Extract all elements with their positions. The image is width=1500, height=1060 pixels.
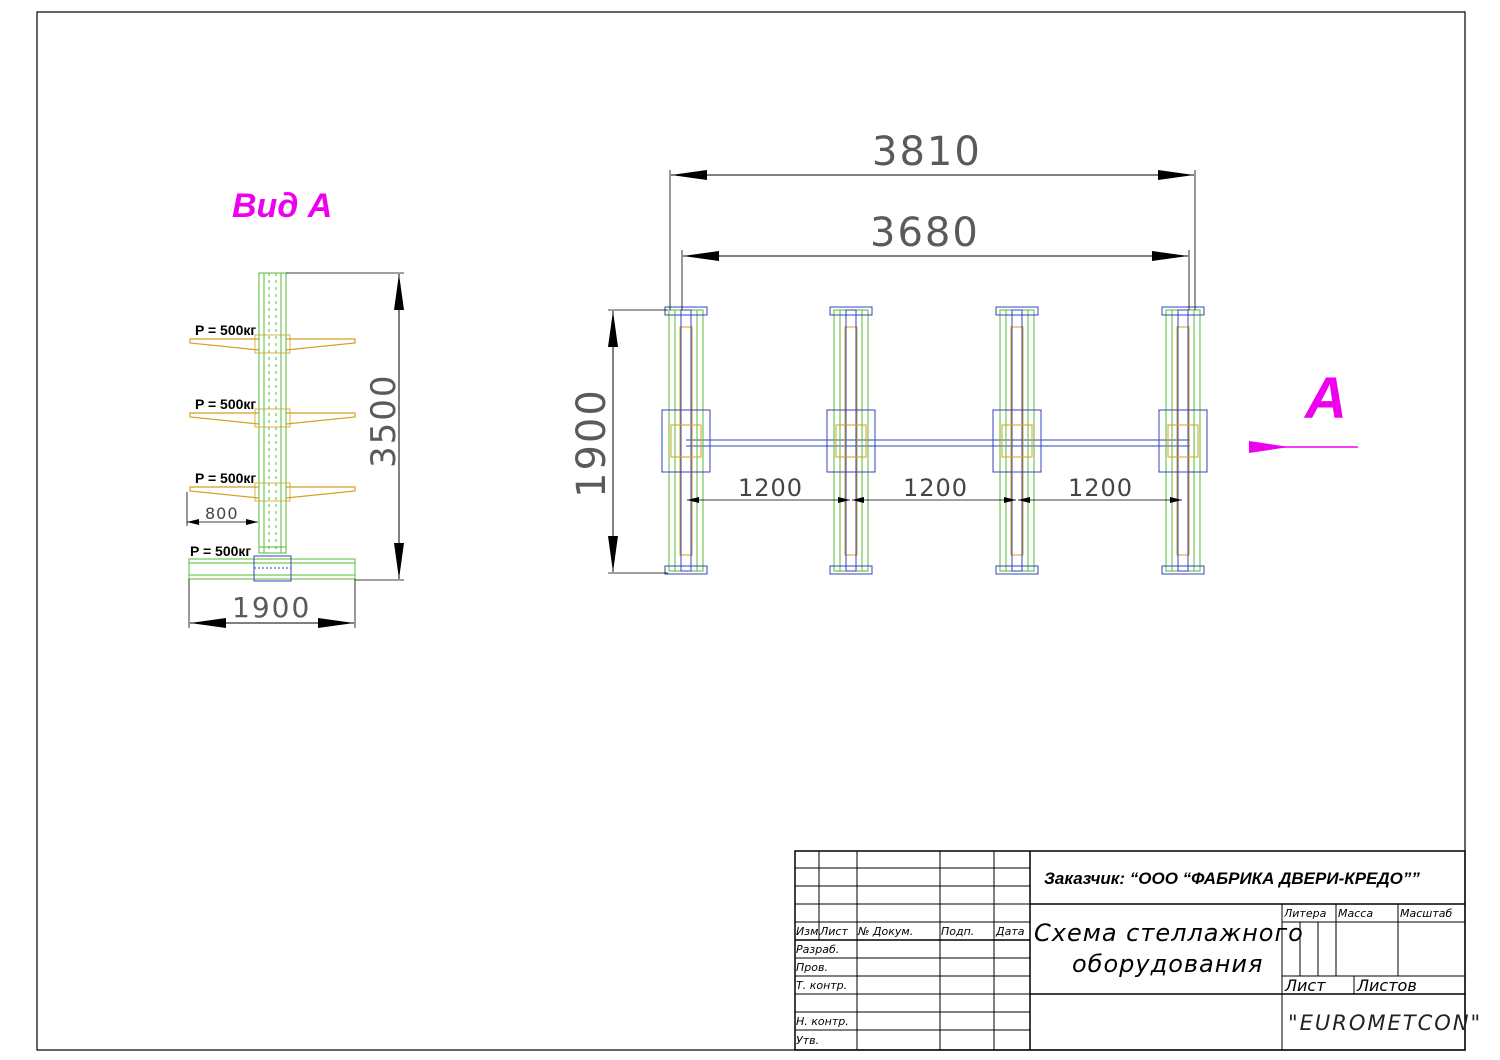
tb-masshtab: Масштаб xyxy=(1400,907,1452,920)
dim-span: 1200 xyxy=(903,474,968,502)
dim-height: 3500 xyxy=(364,373,404,468)
upright-unit xyxy=(826,306,876,575)
base-beam xyxy=(188,546,356,582)
upright-unit xyxy=(1158,306,1208,575)
tb-row-razrab: Разраб. xyxy=(796,943,839,956)
load-label: P = 500кг xyxy=(195,470,256,486)
tb-row-prov: Пров. xyxy=(796,961,828,974)
plan-view: 3810 3680 1900 1200 1200 1200 А xyxy=(569,129,1358,575)
tb-massa: Масса xyxy=(1338,907,1373,920)
tb-list: Лист xyxy=(1284,976,1326,995)
load-label: P = 500кг xyxy=(195,322,256,338)
upright-column xyxy=(258,272,287,554)
dim-span: 1200 xyxy=(738,474,803,502)
dim-base: 1900 xyxy=(232,591,311,624)
tb-title-line1: Схема стеллажного xyxy=(1034,919,1304,947)
tb-listov: Листов xyxy=(1356,976,1417,995)
dim-inner: 3680 xyxy=(870,210,980,256)
plan-brace xyxy=(686,439,1190,447)
dim-overall: 3810 xyxy=(872,129,982,175)
load-label: P = 500кг xyxy=(190,543,251,559)
tb-litera: Литера xyxy=(1283,907,1327,920)
tb-customer: Заказчик: “ООО “ФАБРИКА ДВЕРИ-КРЕДО”” xyxy=(1044,869,1420,888)
tb-row-tkontr: Т. контр. xyxy=(796,979,847,992)
dim-arm: 800 xyxy=(205,504,239,523)
tb-col-izm: Изм. xyxy=(796,925,822,938)
tb-col-doc: № Докум. xyxy=(857,925,913,938)
load-label: P = 500кг xyxy=(195,396,256,412)
tb-company: "EUROMETCON" xyxy=(1288,1011,1482,1035)
sheet-frame xyxy=(36,11,1466,1051)
arm-brackets xyxy=(254,334,291,502)
tb-col-date: Дата xyxy=(995,925,1025,938)
view-a-title: Вид А xyxy=(232,187,332,225)
cantilever-arms xyxy=(189,338,356,499)
tb-row-utv: Утв. xyxy=(796,1034,819,1047)
tb-col-list: Лист xyxy=(819,925,848,938)
tb-col-sign: Подп. xyxy=(941,925,974,938)
tb-row-nkontr: Н. контр. xyxy=(796,1015,849,1028)
tb-title-line2: оборудования xyxy=(1072,950,1263,978)
dim-depth: 1900 xyxy=(569,388,615,498)
view-marker-label: А xyxy=(1303,366,1347,431)
title-block xyxy=(794,850,1466,1051)
upright-unit xyxy=(661,306,711,575)
view-a: Вид А xyxy=(186,187,404,628)
upright-unit xyxy=(992,306,1042,575)
dim-span: 1200 xyxy=(1068,474,1133,502)
